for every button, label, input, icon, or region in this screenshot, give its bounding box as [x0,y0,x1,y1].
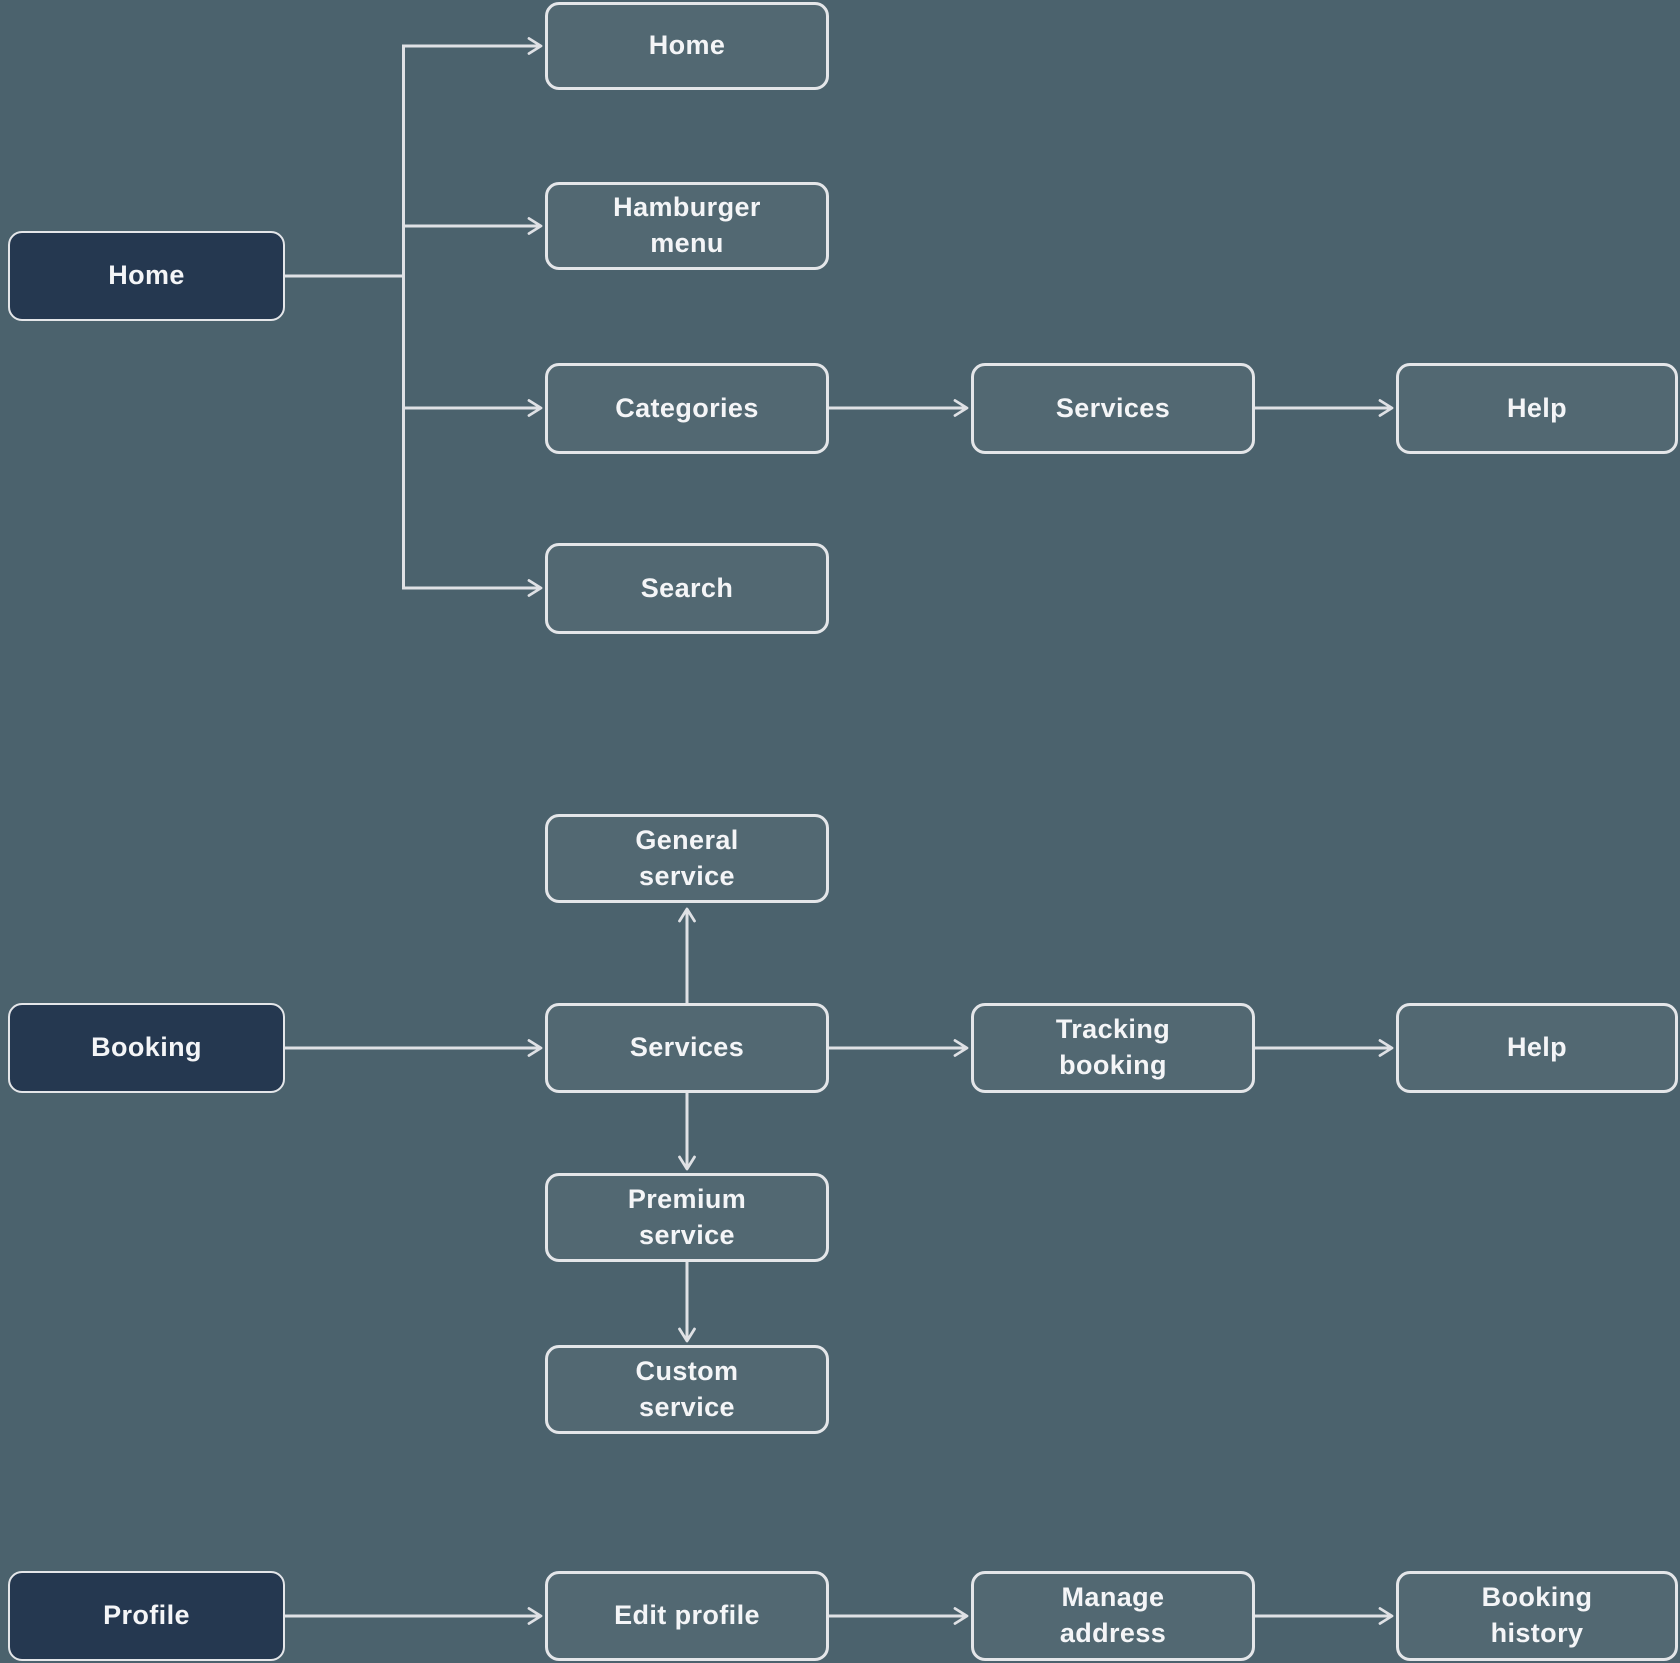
node-manage-address[interactable]: Manage address [971,1571,1255,1661]
node-label: Services [1055,392,1171,423]
node-edit-profile[interactable]: Edit profile [545,1571,829,1661]
node-home-screen[interactable]: Home [545,2,829,90]
node-profile-root[interactable]: Profile [8,1571,285,1661]
node-label: Premium service [627,1183,747,1250]
node-custom-service[interactable]: Custom service [545,1345,829,1434]
node-label: Custom service [635,1355,739,1422]
node-label: Services [629,1032,745,1063]
node-hamburger-menu[interactable]: Hamburger menu [545,182,829,270]
node-label: Booking [91,1032,202,1063]
node-label: Help [1506,1032,1568,1063]
node-label: Booking history [1481,1582,1593,1648]
node-home-root[interactable]: Home [8,231,285,321]
node-services-top[interactable]: Services [971,363,1255,454]
node-booking-history[interactable]: Booking history [1396,1571,1678,1661]
node-premium-service[interactable]: Premium service [545,1173,829,1262]
node-label: Categories [615,392,759,423]
node-categories[interactable]: Categories [545,363,829,454]
node-label: Hamburger menu [613,192,761,258]
node-booking-root[interactable]: Booking [8,1003,285,1093]
node-help-top[interactable]: Help [1396,363,1678,454]
node-services-mid[interactable]: Services [545,1003,829,1093]
node-label: Edit profile [614,1600,760,1631]
node-label: Manage address [1059,1582,1167,1648]
node-label: General service [635,824,739,891]
node-label: Home [648,30,726,61]
node-label: Search [640,572,734,603]
node-search[interactable]: Search [545,543,829,634]
node-label: Profile [103,1600,190,1631]
node-tracking-booking[interactable]: Tracking booking [971,1003,1255,1093]
node-help-mid[interactable]: Help [1396,1003,1678,1093]
node-label: Help [1506,392,1568,423]
node-general-service[interactable]: General service [545,814,829,903]
node-label: Tracking booking [1055,1014,1171,1080]
node-label: Home [108,260,185,291]
